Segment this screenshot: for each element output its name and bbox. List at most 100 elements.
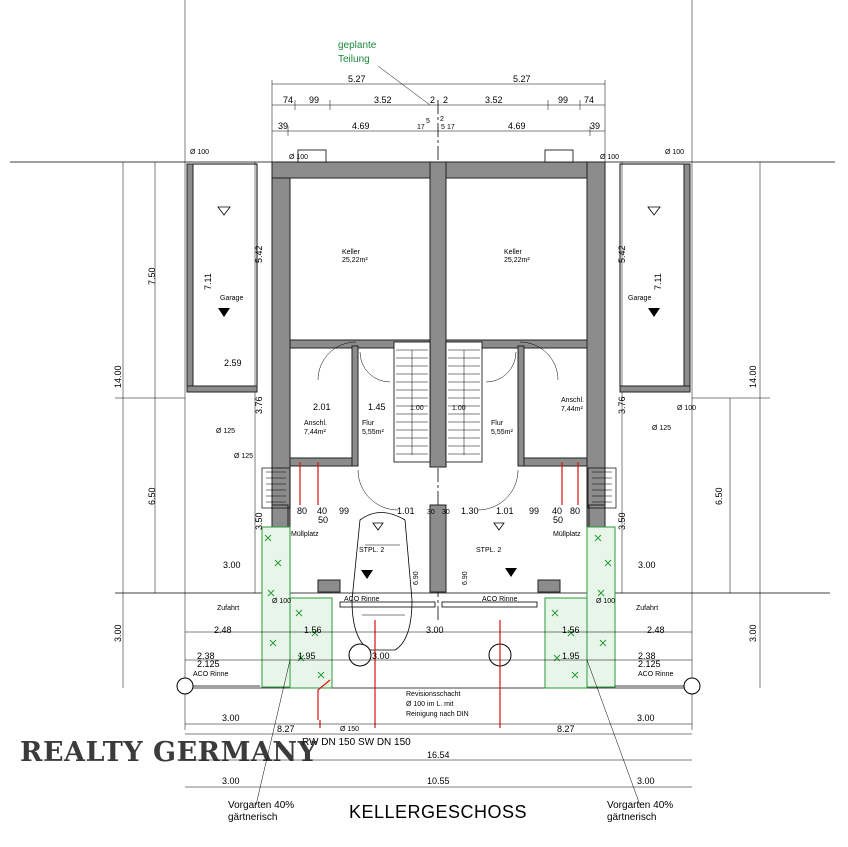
dim-248-right: 2.48	[647, 625, 665, 635]
dim-156-left: 1.56	[304, 625, 322, 635]
dim-2125-left: 2.125	[197, 659, 220, 669]
note-top-line2: Teilung	[338, 54, 370, 65]
vorgarten-left-line2: gärtnerisch	[228, 812, 277, 823]
dim-80-right: 80	[570, 506, 580, 516]
note-rev-line2: Ø 100 im L. mit	[406, 701, 454, 708]
dim-101-left: 1.01	[397, 506, 415, 516]
room-stpl-right: STPL. 2	[476, 547, 501, 554]
dia-top-right: Ø 100	[665, 149, 684, 156]
note-vorgarten-right: Vorgarten 40% gärtnerisch	[607, 800, 673, 823]
dim-750-left: 7.50	[147, 267, 157, 285]
dim-30-right: 30	[442, 509, 450, 516]
dim-300-mid-right: 3.00	[638, 560, 656, 570]
note-top-line1: geplante	[338, 40, 377, 51]
room-keller-right: Keller	[504, 249, 523, 256]
room-garage-left: Garage	[220, 295, 243, 302]
dim-352-left: 3.52	[374, 95, 392, 105]
room-anschl-left: Anschl.	[304, 420, 327, 427]
room-flur-left-area: 5,55m²	[362, 429, 384, 436]
aco-channels	[176, 601, 701, 695]
green-areas	[261, 526, 616, 689]
dim-259: 2.59	[224, 358, 242, 368]
garage-left	[186, 163, 258, 393]
dim-top-left: 5.27	[348, 74, 366, 84]
leader-lines	[255, 65, 641, 806]
dim-650-right: 6.50	[714, 487, 724, 505]
dim-350-right: 3.50	[617, 512, 627, 530]
label-zufahrt-left: Zufahrt	[217, 605, 239, 612]
dia-top-inner-left: Ø 100	[289, 154, 308, 161]
note-vorgarten-left: Vorgarten 40% gärtnerisch	[228, 800, 294, 823]
dim-300-bottom-3: 3.00	[222, 776, 240, 786]
dia-125-left-1: Ø 125	[216, 428, 235, 435]
dim-690-left: 6.90	[413, 571, 420, 585]
dia-top-inner-right: Ø 100	[600, 154, 619, 161]
dim-195-left: 1.95	[298, 651, 316, 661]
dim-99-left: 99	[309, 95, 319, 105]
dia-125-left-2: Ø 125	[234, 453, 253, 460]
room-keller-left-area: 25,22m²	[342, 257, 368, 264]
dim-300-bottom-1: 3.00	[222, 713, 240, 723]
dim-248-left: 2.48	[214, 625, 232, 635]
dim-5-right: 5	[441, 124, 445, 131]
room-flur-right: Flur	[491, 420, 504, 427]
label-aco-bottom-left: ACO Rinne	[193, 671, 229, 678]
dim-201: 2.01	[313, 402, 331, 412]
dim-352-right: 3.52	[485, 95, 503, 105]
dim-300-right: 3.00	[748, 624, 758, 642]
dim-5-left: 5	[426, 118, 430, 125]
dim-130-right: 1.30	[461, 506, 479, 516]
car-outline	[351, 512, 413, 651]
garage-right	[619, 163, 691, 393]
dim-711-right: 7.11	[653, 273, 663, 290]
dim-1400-left: 14.00	[113, 365, 123, 388]
dim-74-right: 74	[584, 95, 594, 105]
room-anschl-left-area: 7,44m²	[304, 429, 326, 436]
dim-17-right: 17	[447, 124, 455, 131]
dim-39-right: 39	[590, 121, 600, 131]
dim-650-left: 6.50	[147, 487, 157, 505]
dim-195-right: 1.95	[562, 651, 580, 661]
room-flur-left: Flur	[362, 420, 375, 427]
note-rw-sw: RW DN 150 SW DN 150	[302, 737, 411, 748]
label-aco-bottom-right: ACO Rinne	[638, 671, 674, 678]
watermark-logo: REALTY GERMANY	[20, 737, 318, 768]
dia-100-right-mid: Ø 100	[677, 405, 696, 412]
dim-30-left: 30	[427, 509, 435, 516]
dim-827-left: 8.27	[277, 724, 295, 734]
dim-100-right: 1.00	[452, 405, 466, 412]
dim-99-lower-right: 99	[529, 506, 539, 516]
room-stpl-left: STPL. 2	[359, 547, 384, 554]
dim-300-left: 3.00	[113, 624, 123, 642]
dim-1400-right: 14.00	[748, 365, 758, 388]
dia-150-bottom: Ø 150	[340, 726, 359, 733]
dim-156-right: 1.56	[562, 625, 580, 635]
dim-50-right: 50	[553, 515, 563, 525]
stairs	[393, 341, 483, 463]
dim-238-right: 2.38	[638, 651, 656, 661]
right-dimensions	[621, 162, 770, 688]
label-aco-left: ACO Rinne	[344, 596, 380, 603]
dim-469-right: 4.69	[508, 121, 526, 131]
room-muellplatz-left: Müllplatz	[291, 531, 319, 538]
dim-100-left: 1.00	[410, 405, 424, 412]
door-swings	[317, 341, 559, 511]
dim-top-right: 5.27	[513, 74, 531, 84]
dim-2125-right: 2.125	[638, 659, 661, 669]
house-walls	[271, 149, 606, 593]
dim-542-right: 5.42	[617, 245, 627, 263]
dim-50-left: 50	[318, 515, 328, 525]
dim-2-mid: 2	[440, 116, 444, 123]
top-dimensions	[271, 80, 606, 162]
dim-1055: 10.55	[427, 776, 450, 786]
dia-100-left-low: Ø 100	[272, 598, 291, 605]
bottom-dimensions	[185, 631, 692, 788]
dim-376-left: 3.76	[254, 396, 264, 414]
dim-300-lower-left: 3.00	[372, 651, 390, 661]
room-keller-left: Keller	[342, 249, 361, 256]
label-zufahrt-right: Zufahrt	[636, 605, 658, 612]
dim-2-left: 2	[430, 95, 435, 105]
outdoor-steps	[261, 462, 617, 509]
dim-300-bottom-2: 3.00	[637, 713, 655, 723]
